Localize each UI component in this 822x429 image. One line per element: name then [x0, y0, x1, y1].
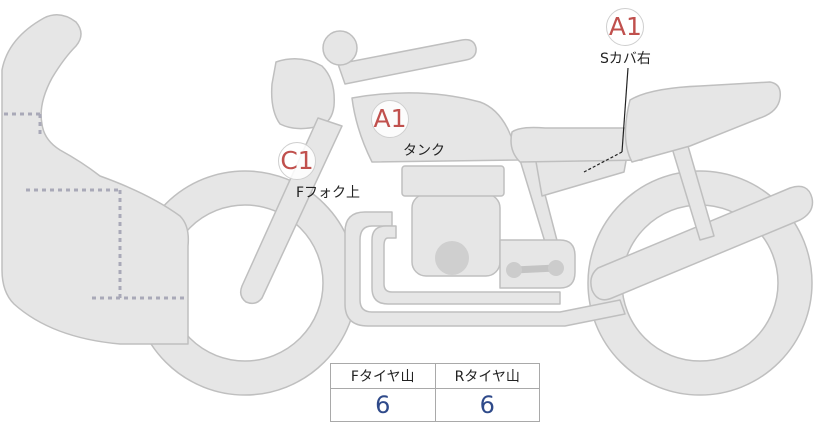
damage-part-label: Fフォク上 [296, 185, 361, 201]
damage-mark-side-cover-right: A1 Sカバ右 [600, 8, 651, 68]
damage-mark-tank: A1 タンク [360, 100, 456, 160]
engine-cylinder [401, 165, 505, 197]
tire-tread-table: Fタイヤ山 Rタイヤ山 6 6 [330, 363, 540, 422]
rear-tire-header: Rタイヤ山 [434, 363, 540, 389]
damage-part-label: Sカバ右 [600, 51, 651, 67]
rear-cowl [624, 81, 782, 163]
damage-grade: A1 [606, 8, 645, 46]
footrest-knob-right [548, 260, 564, 276]
headlight [270, 58, 335, 130]
rear-tire-value: 6 [434, 388, 540, 422]
muffler [590, 185, 814, 301]
handlebar [337, 38, 477, 85]
exhaust-pipe-lower [371, 225, 561, 305]
front-fairing [1, 14, 190, 345]
engine-cover [435, 241, 469, 275]
leader-line [583, 67, 629, 173]
fairing-panel-lines [4, 112, 188, 300]
damage-grade: C1 [278, 142, 316, 180]
meter [322, 30, 358, 66]
fairing-window [118, 120, 152, 182]
front-tire-value: 6 [330, 388, 436, 422]
damage-grade: A1 [371, 100, 409, 138]
footrest-knob-left [506, 262, 522, 278]
damage-mark-front-fork-upper: C1 Fフォク上 [278, 142, 378, 202]
front-fork [239, 117, 343, 305]
damage-part-label: タンク [403, 143, 445, 159]
exhaust-pipe-upper [344, 211, 626, 327]
front-tire-header: Fタイヤ山 [330, 363, 436, 389]
